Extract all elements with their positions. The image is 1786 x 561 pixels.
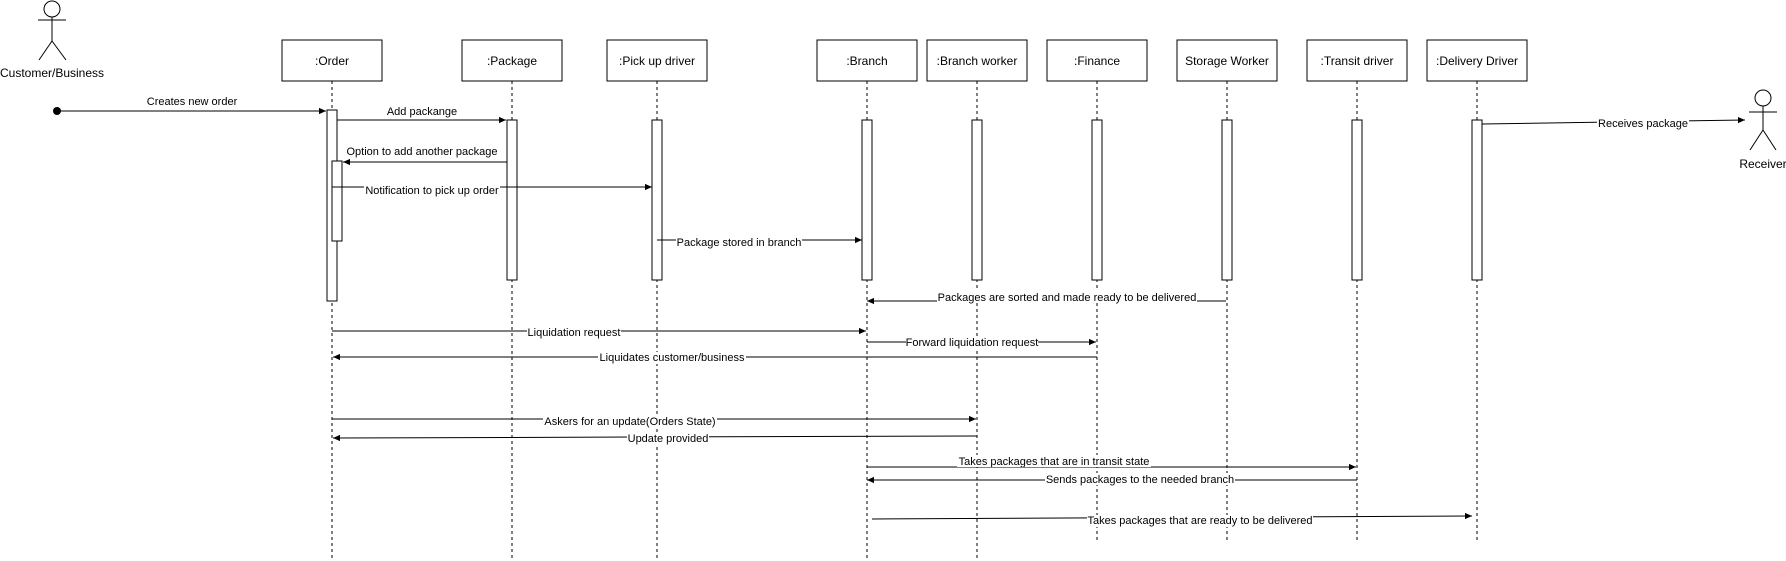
message-asks-for-update[interactable]: Askers for an update(Orders State) [332, 415, 976, 428]
participant-box[interactable] [1306, 39, 1408, 82]
message-label: Takes packages that are ready to be deli… [1087, 515, 1312, 527]
activation-bar[interactable] [971, 119, 983, 281]
participant-branch-worker: :Branch worker [926, 39, 1028, 561]
message-sends-packages[interactable]: Sends packages to the needed branch [867, 473, 1357, 486]
message-label: Update provided [628, 433, 709, 445]
participant-label: :Order [315, 54, 349, 68]
message-notification-pickup[interactable]: Notification to pick up order [332, 183, 652, 197]
participant-box[interactable] [461, 39, 563, 82]
participant-label: :Branch [846, 54, 887, 68]
participant-label: :Branch worker [937, 54, 1018, 68]
message-package-stored[interactable]: Package stored in branch [657, 235, 862, 249]
participant-delivery-driver: :Delivery Driver [1426, 39, 1528, 541]
activation-bar[interactable] [1471, 119, 1483, 281]
participant-label: Storage Worker [1185, 54, 1269, 68]
message-label: Askers for an update(Orders State) [544, 416, 715, 428]
message-label: Creates new order [147, 96, 238, 108]
message-label: Sends packages to the needed branch [1046, 474, 1234, 486]
activation-bar[interactable] [331, 160, 343, 242]
participant-transit-driver: :Transit driver [1306, 39, 1408, 541]
participant-box[interactable] [1046, 39, 1148, 82]
stick-figure-icon [1749, 89, 1777, 151]
participant-pickup-driver: :Pick up driver [606, 39, 708, 561]
activation-bar[interactable] [861, 119, 873, 281]
activation-bar[interactable] [1351, 119, 1363, 281]
participant-box[interactable] [1426, 39, 1528, 82]
participant-finance: :Finance [1046, 39, 1148, 541]
activation-bar[interactable] [651, 119, 663, 281]
participant-box[interactable] [606, 39, 708, 82]
message-label: Takes packages that are in transit state [959, 456, 1150, 468]
participant-package: :Package [461, 39, 563, 561]
actor-receiver: Receiver [1739, 89, 1786, 171]
activation-bar[interactable] [506, 119, 518, 281]
message-label: Liquidation request [528, 327, 621, 339]
message-label: Notification to pick up order [365, 185, 499, 197]
participant-label: :Transit driver [1321, 54, 1394, 68]
message-takes-transit-packages[interactable]: Takes packages that are in transit state [867, 455, 1356, 471]
participant-label: :Delivery Driver [1436, 54, 1518, 68]
message-creates-new-order[interactable]: Creates new order [57, 96, 326, 115]
activation-bar[interactable] [1091, 119, 1103, 281]
actor-customer: Customer/Business [0, 0, 104, 80]
message-update-provided[interactable]: Update provided [332, 432, 978, 445]
participant-box[interactable] [1176, 39, 1278, 82]
message-packages-sorted[interactable]: Packages are sorted and made ready to be… [867, 291, 1226, 305]
message-label: Package stored in branch [677, 237, 802, 249]
message-liquidation-request[interactable]: Liquidation request [332, 327, 866, 339]
actor-label: Customer/Business [0, 66, 104, 80]
message-label: Forward liquidation request [906, 337, 1039, 349]
message-label: Add packange [387, 106, 457, 118]
message-option-add-package[interactable]: Option to add another package [343, 146, 507, 166]
participant-branch: :Branch [816, 39, 918, 561]
message-label: Option to add another package [346, 146, 497, 158]
message-add-package[interactable]: Add packange [337, 106, 506, 124]
participant-box[interactable] [281, 39, 383, 82]
participant-label: :Pick up driver [619, 54, 695, 68]
message-label: Receives package [1598, 118, 1688, 130]
message-label: Packages are sorted and made ready to be… [938, 292, 1197, 304]
participant-box[interactable] [926, 39, 1028, 82]
participant-box[interactable] [816, 39, 918, 82]
actor-label: Receiver [1739, 157, 1786, 171]
activation-bar[interactable] [1221, 119, 1233, 281]
message-receives-package[interactable]: Receives package [1481, 116, 1746, 130]
activation-bars [326, 109, 1483, 302]
message-liquidates-customer[interactable]: Liquidates customer/business [333, 352, 1097, 364]
participant-label: :Package [487, 54, 537, 68]
stick-figure-icon [38, 0, 67, 61]
message-takes-ready-packages[interactable]: Takes packages that are ready to be deli… [871, 512, 1473, 527]
messages: Creates new order Add packange Option to… [53, 96, 1746, 527]
participant-storage-worker: Storage Worker [1176, 39, 1278, 541]
message-forward-liquidation[interactable]: Forward liquidation request [867, 337, 1096, 349]
participant-label: :Finance [1074, 54, 1120, 68]
message-label: Liquidates customer/business [600, 352, 745, 364]
